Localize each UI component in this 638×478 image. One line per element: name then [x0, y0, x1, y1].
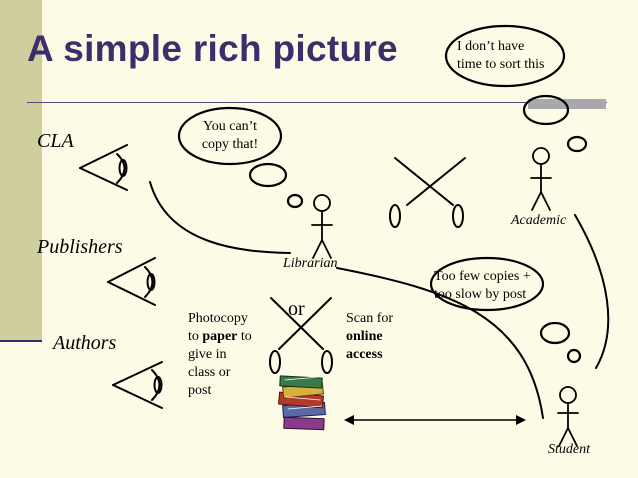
bubble-line: too slow by post: [434, 287, 527, 302]
left-accent-bar: [0, 0, 42, 340]
actor-label-publishers: Publishers: [37, 236, 123, 258]
eye-icon: [107, 257, 156, 306]
bubble-line: I don’t have: [457, 39, 525, 54]
slide-title: A simple rich picture: [27, 28, 398, 69]
books-icon: [278, 375, 326, 431]
photocopy-option-text: Photocopy to paper to give in class or p…: [188, 310, 252, 400]
option-line: Photocopy: [188, 311, 248, 326]
option-line: Scan for: [346, 311, 394, 326]
stick-figure-icon: [557, 386, 579, 447]
stick-figure-icon: [311, 194, 333, 259]
student-speech-text: Too few copies + too slow by post: [434, 268, 544, 304]
left-accent-divider: [0, 340, 42, 342]
bubble-line: time to sort this: [457, 57, 545, 72]
or-label: or: [288, 298, 305, 320]
librarian-thought-text: You can’t copy that!: [190, 118, 270, 154]
academic-thought-text: I don’t have time to sort this: [457, 38, 557, 74]
actor-label-student: Student: [548, 442, 590, 457]
double-arrow-icon: [344, 415, 526, 425]
curve-right: [574, 214, 610, 369]
option-line: give in: [188, 347, 227, 362]
option-line: online: [346, 329, 383, 344]
scan-option-text: Scan for online access: [346, 310, 393, 364]
option-line: access: [346, 347, 383, 362]
option-text-emphasis: paper: [202, 329, 238, 344]
librarian-thought-bubble: [177, 106, 304, 209]
option-text-part: to: [188, 329, 203, 344]
bubble-line: copy that!: [201, 137, 259, 152]
academic-thought-bubble: [444, 24, 588, 153]
eye-icon: [112, 361, 163, 409]
scissors-icon: [389, 157, 466, 228]
title-rule: [27, 102, 607, 103]
bubble-line: You can’t: [203, 119, 257, 134]
stick-figure-icon: [530, 147, 552, 211]
option-line: to paper to: [188, 328, 252, 346]
option-line: post: [188, 383, 212, 398]
bubble-line: Too few copies +: [434, 269, 531, 284]
option-line: class or: [188, 365, 231, 380]
curve-upper: [149, 181, 291, 254]
actor-label-academic: Academic: [511, 213, 567, 228]
actor-label-librarian: Librarian: [283, 256, 338, 271]
eye-icon: [79, 144, 128, 191]
curve-middle: [336, 267, 544, 419]
option-text-part: to: [237, 329, 252, 344]
actor-label-cla: CLA: [37, 130, 74, 152]
scissors-icon: [269, 297, 333, 374]
student-speech-bubble: [429, 256, 582, 364]
actor-label-authors: Authors: [53, 332, 117, 354]
